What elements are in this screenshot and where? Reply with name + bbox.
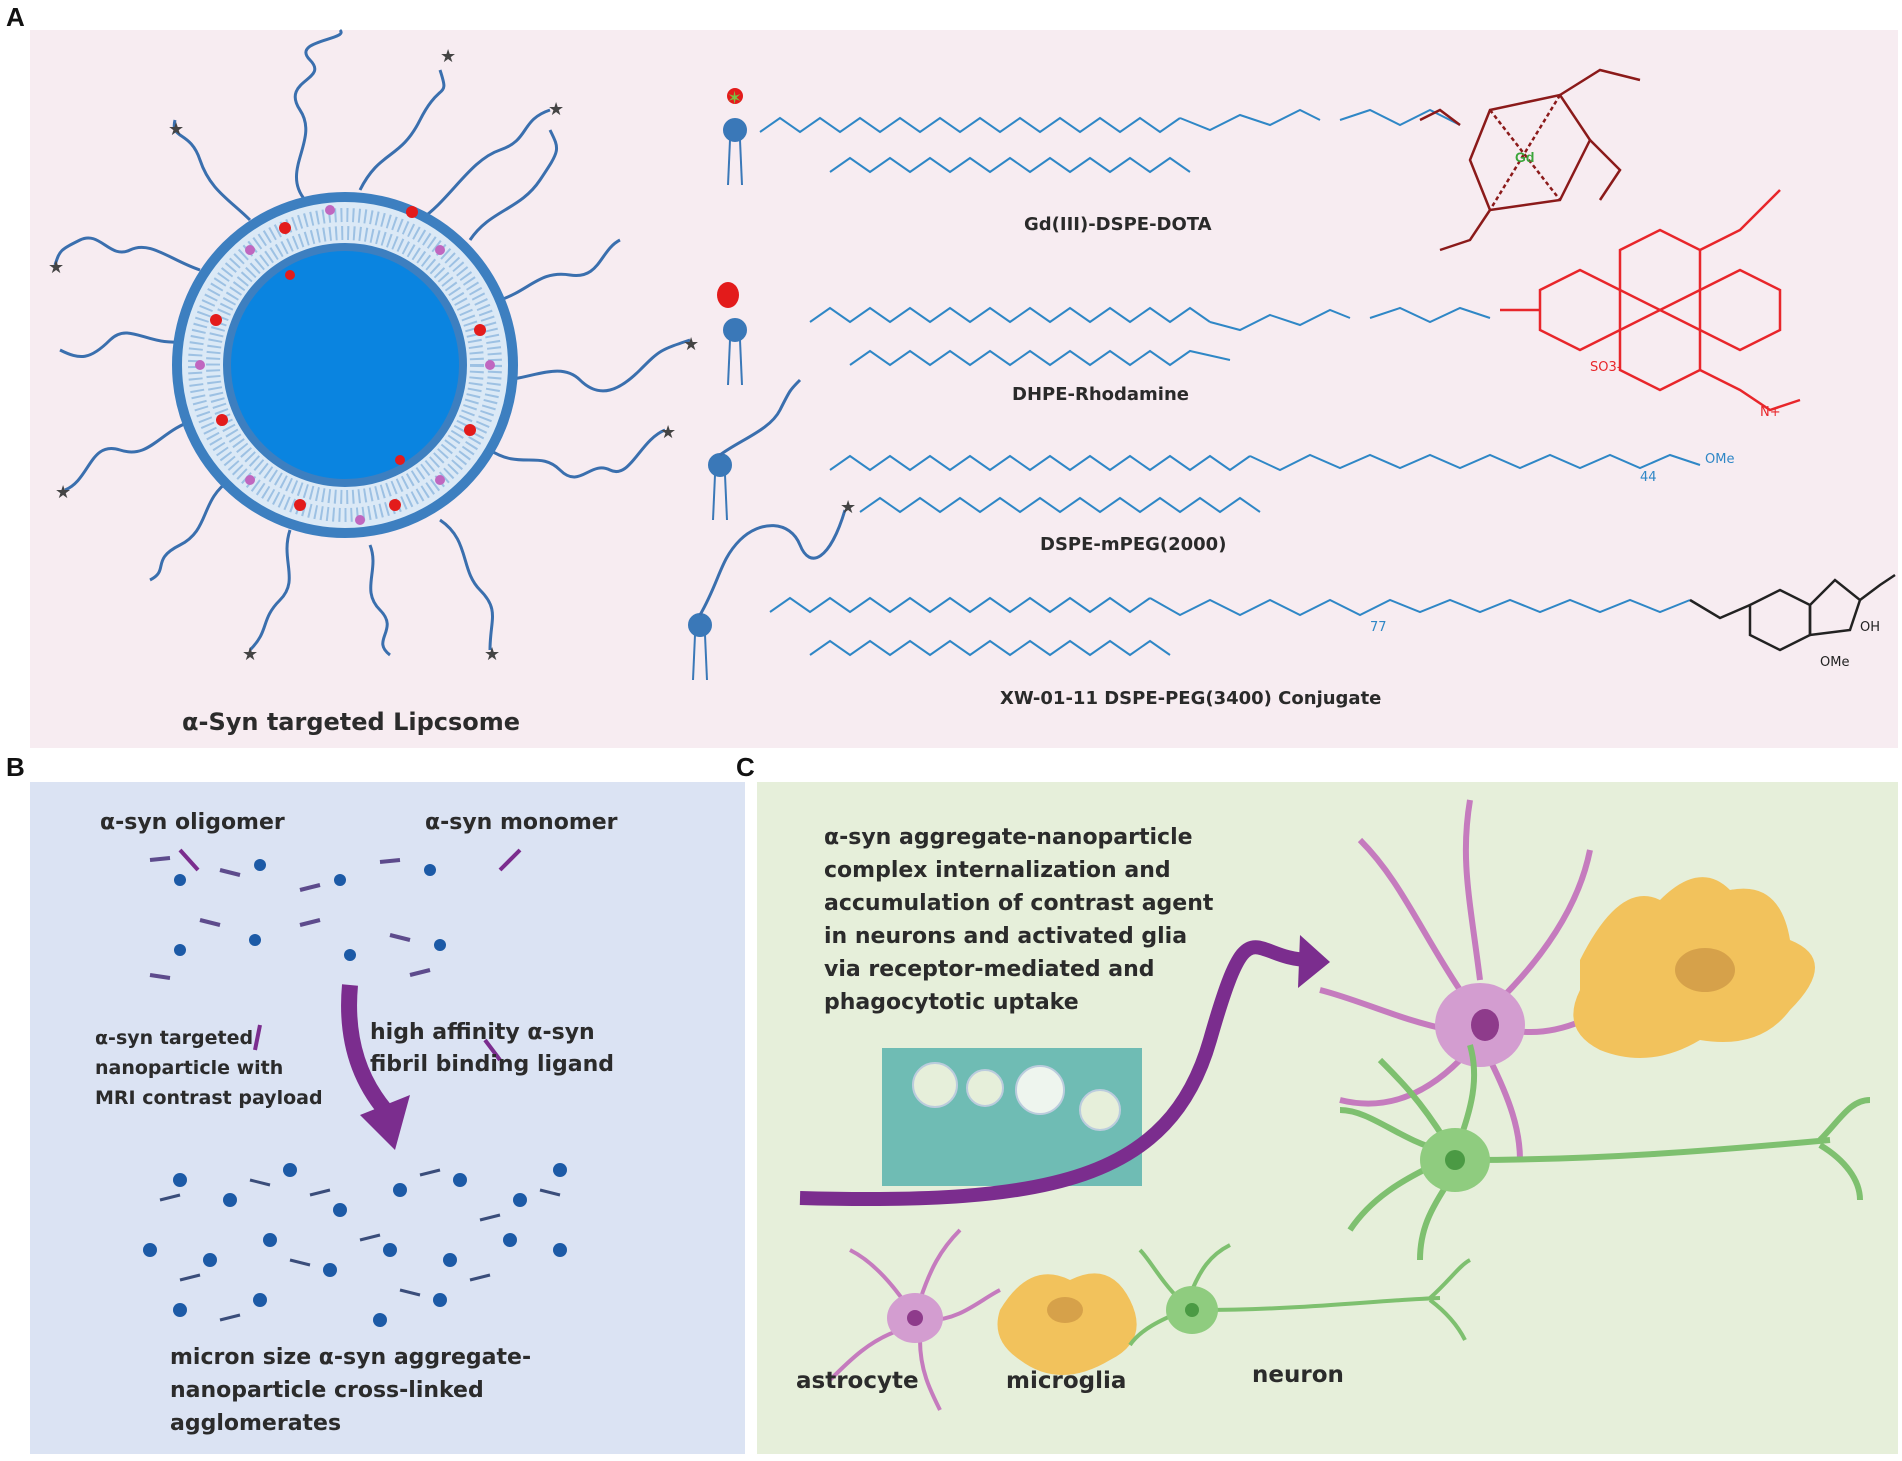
svg-text:★: ★	[840, 497, 856, 517]
panel-letter-c: C	[736, 752, 755, 782]
molecule-title-gd-dspe-dota: Gd(III)-DSPE-DOTA	[1024, 214, 1212, 235]
oligomer-label: α-syn oligomer	[100, 810, 285, 835]
uptake-description-6: phagocytotic uptake	[824, 990, 1079, 1015]
svg-text:★: ★	[168, 119, 184, 139]
svg-text:★: ★	[660, 422, 676, 442]
uptake-description-5: via receptor-mediated and	[824, 957, 1155, 982]
svg-text:★: ★	[683, 334, 699, 354]
peg-repeat-44: 44	[1640, 470, 1657, 485]
neuron-label: neuron	[1252, 1362, 1344, 1388]
uptake-description-2: complex internalization and	[824, 858, 1171, 883]
nanoparticle-label-2: nanoparticle with	[95, 1057, 284, 1079]
panel-letter-a: A	[6, 2, 25, 32]
aggregate-label-1: micron size α-syn aggregate-	[170, 1345, 532, 1370]
rhodamine-iminium: N+	[1760, 405, 1781, 420]
svg-text:★: ★	[48, 257, 64, 277]
panel-letter-b: B	[6, 752, 25, 782]
molecule-title-xw-conjugate: XW-01-11 DSPE-PEG(3400) Conjugate	[1000, 688, 1382, 709]
aggregate-label-3: agglomerates	[170, 1411, 342, 1436]
monomer-label: α-syn monomer	[425, 810, 618, 835]
gd-label: Gd	[1515, 149, 1534, 165]
aggregate-label-2: nanoparticle cross-linked	[170, 1378, 484, 1403]
uptake-description-1: α-syn aggregate-nanoparticle	[824, 825, 1193, 850]
svg-text:✶: ✶	[727, 88, 742, 108]
svg-text:★: ★	[440, 46, 456, 66]
conjugate-ome: OMe	[1820, 655, 1850, 670]
svg-text:★: ★	[55, 482, 71, 502]
liposome-label: α-Syn targeted Lipcsome	[182, 708, 521, 736]
astrocyte-label: astrocyte	[796, 1368, 919, 1394]
uptake-description-3: accumulation of contrast agent	[824, 891, 1214, 916]
nanoparticle-label-1: α-syn targeted	[95, 1027, 254, 1049]
peg-end-ome: OMe	[1705, 452, 1735, 467]
nanoparticle-label-3: MRI contrast payload	[95, 1087, 323, 1109]
svg-text:★: ★	[242, 644, 258, 664]
microglia-label: microglia	[1006, 1368, 1127, 1394]
ligand-label-2: fibril binding ligand	[370, 1052, 615, 1077]
svg-text:★: ★	[548, 99, 564, 119]
molecule-title-dspe-mpeg: DSPE-mPEG(2000)	[1040, 534, 1227, 555]
ligand-label-1: high affinity α-syn	[370, 1020, 595, 1045]
uptake-description-4: in neurons and activated glia	[824, 924, 1188, 949]
conjugate-oh: OH	[1860, 620, 1881, 635]
peg-repeat-77: 77	[1370, 620, 1387, 635]
molecule-title-dhpe-rhodamine: DHPE-Rhodamine	[1012, 384, 1189, 405]
svg-text:★: ★	[484, 644, 500, 664]
rhodamine-so3: SO3-	[1590, 360, 1622, 375]
